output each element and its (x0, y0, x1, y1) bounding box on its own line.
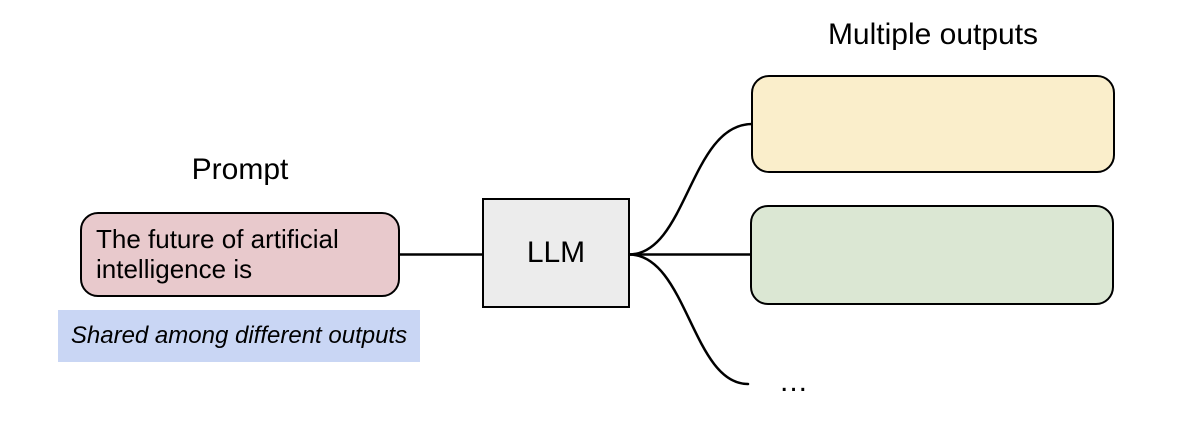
output-box-1 (751, 75, 1115, 173)
connector-llm-to-output-1 (627, 122, 754, 256)
prompt-title: Prompt (191, 153, 289, 186)
llm-box: LLM (482, 198, 630, 308)
llm-label: LLM (526, 236, 586, 269)
shared-note-text: Shared among different outputs (70, 322, 408, 349)
output-box-2 (750, 205, 1114, 305)
ellipsis-output: ... (780, 365, 809, 398)
connector-llm-to-ellipsis (627, 253, 750, 386)
prompt-text: The future of artificial intelligence is (96, 223, 339, 284)
prompt-box: The future of artificial intelligence is (80, 212, 400, 297)
outputs-title: Multiple outputs (827, 18, 1039, 51)
shared-note: Shared among different outputs (58, 310, 420, 362)
